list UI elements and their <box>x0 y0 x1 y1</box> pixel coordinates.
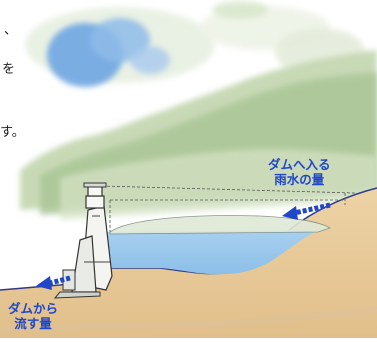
inflow-label: ダムへ入る 雨水の量 <box>268 157 331 187</box>
outflow-label-line-1: ダムから <box>8 301 58 316</box>
text-fragment-1: 、 <box>4 24 17 37</box>
inflow-label-line-1: ダムへ入る <box>268 157 331 172</box>
outflow-label-line-2: 流す量 <box>8 316 58 331</box>
text-fragment-2: を <box>2 63 15 76</box>
inflow-label-line-2: 雨水の量 <box>268 172 331 187</box>
text-fragment-3: す。 <box>0 126 25 139</box>
outflow-label: ダムから 流す量 <box>8 301 58 331</box>
